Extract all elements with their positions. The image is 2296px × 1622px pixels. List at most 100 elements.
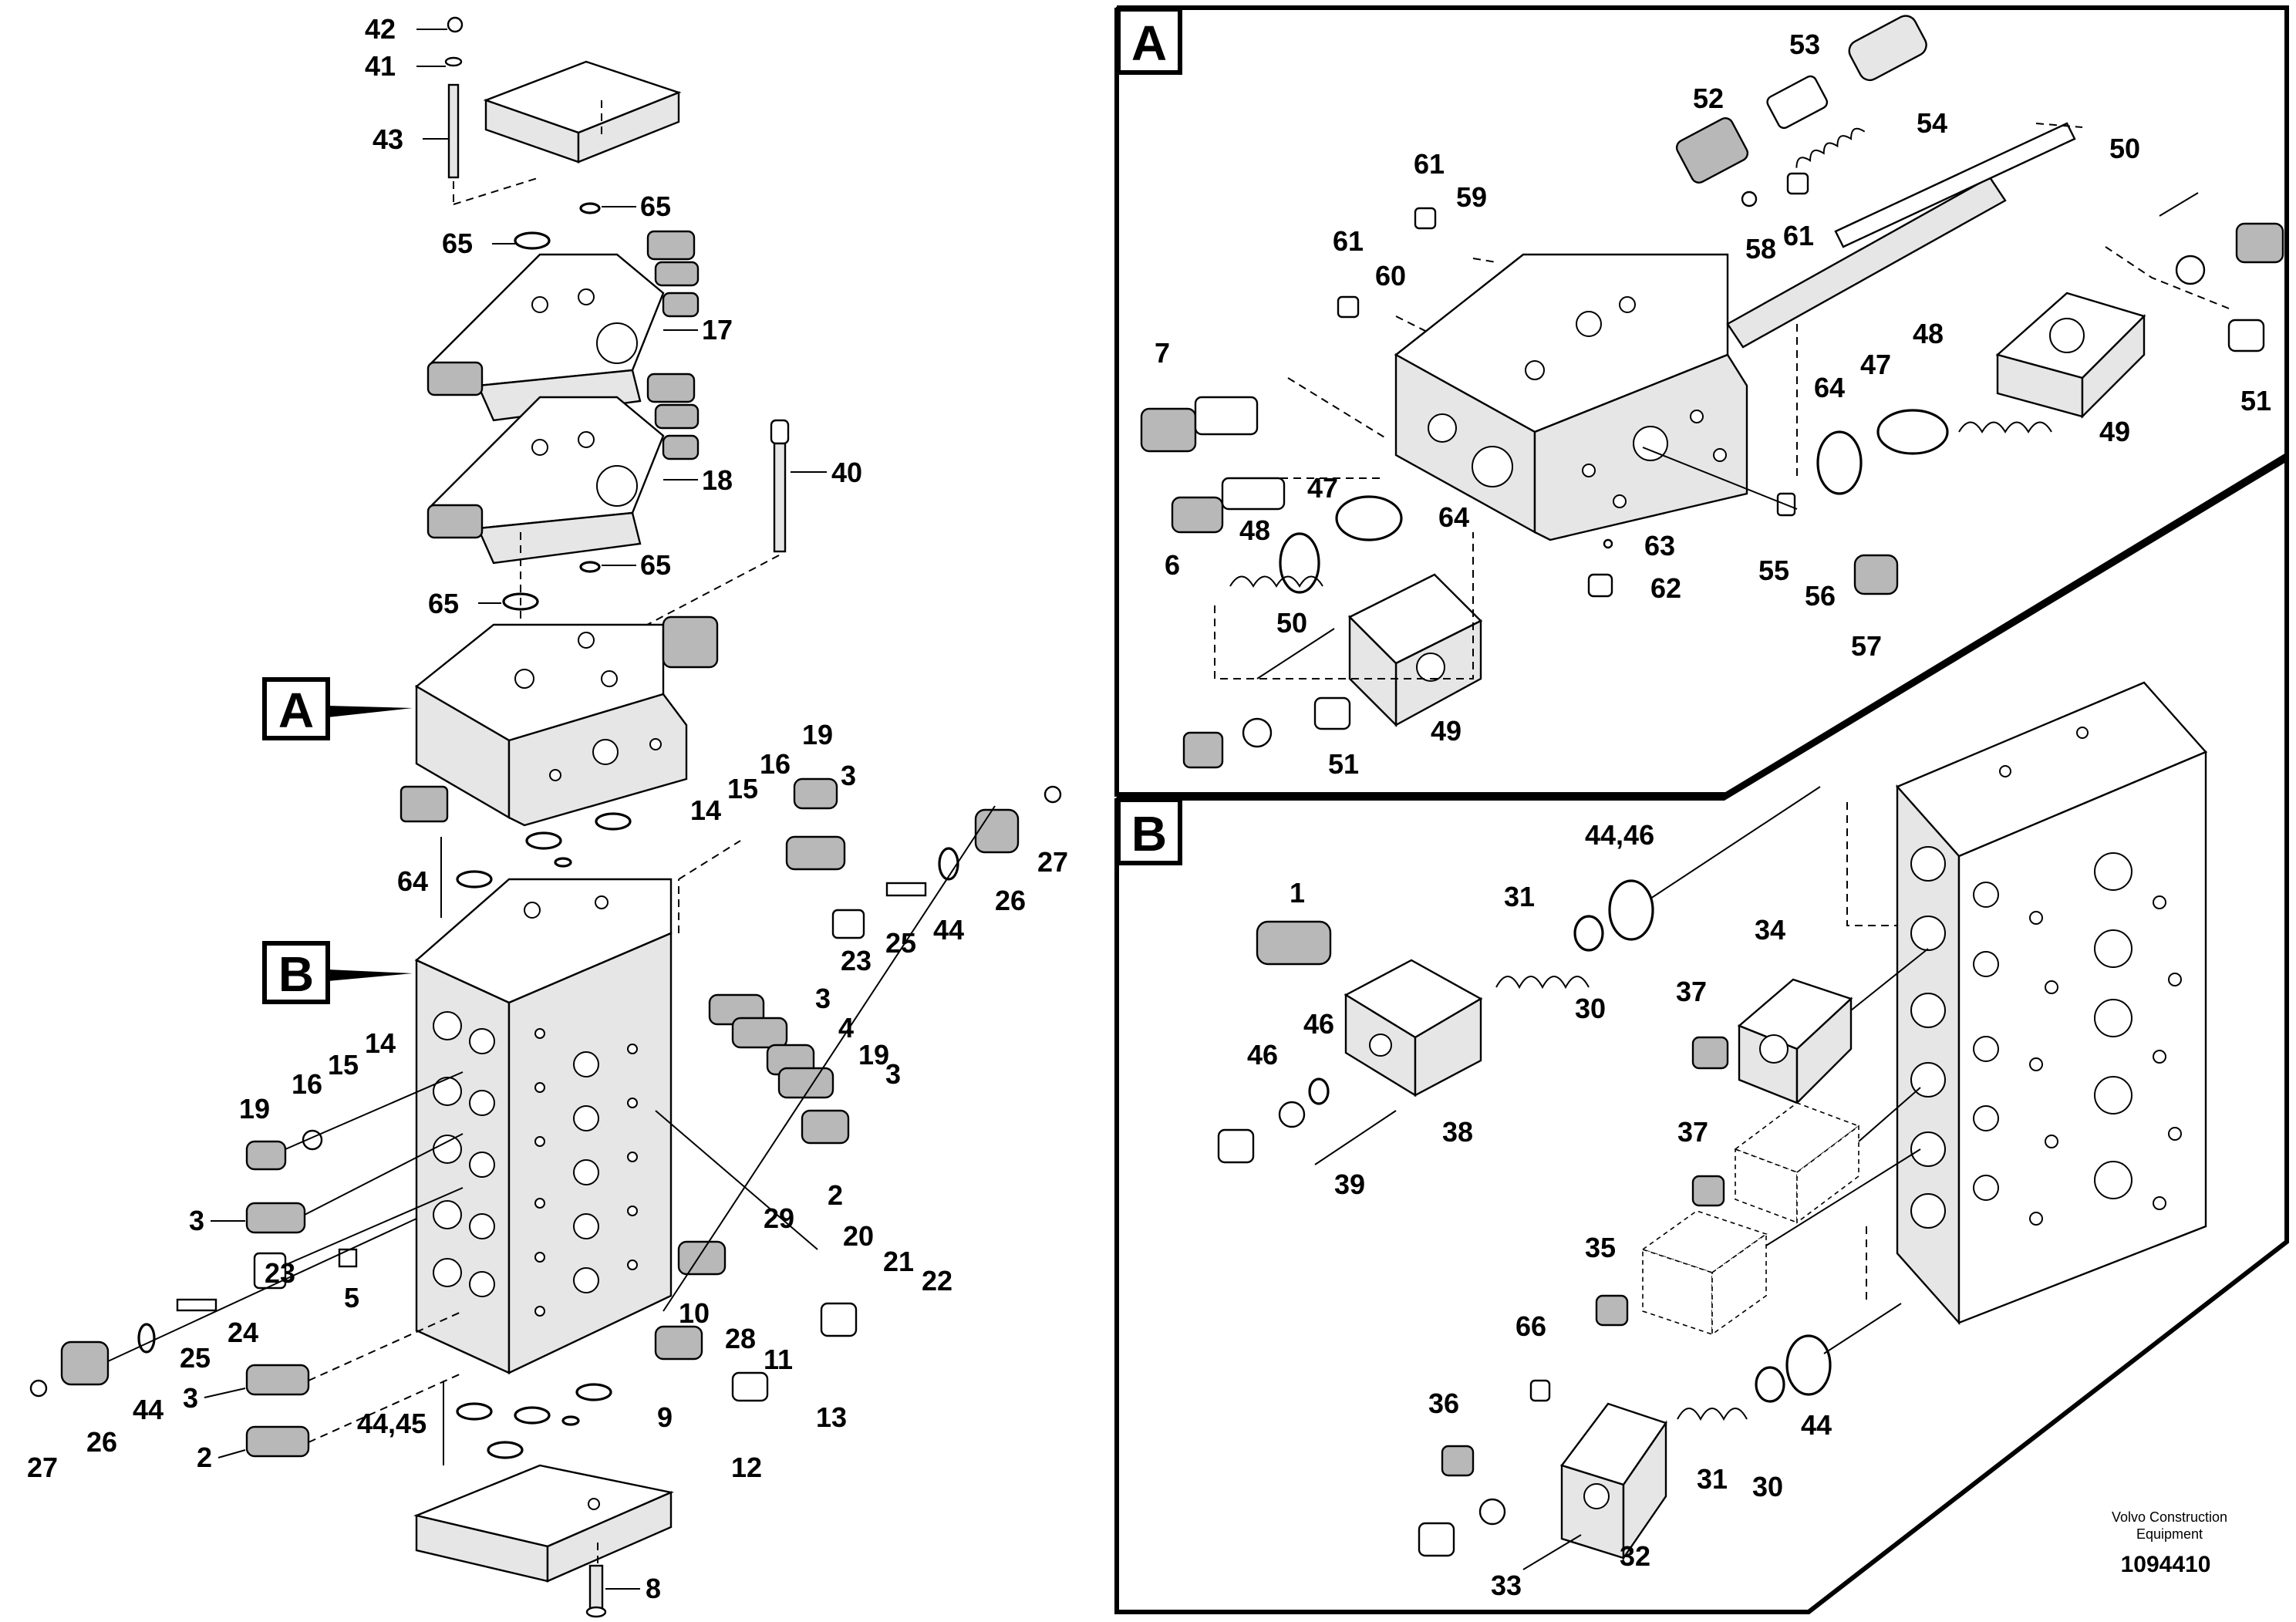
callout-6: 6 — [1165, 549, 1180, 581]
callout-15-right: 15 — [727, 773, 758, 804]
callout-24: 24 — [228, 1317, 258, 1348]
callout-3-right-top: 3 — [841, 760, 856, 791]
footer-brand-line2: Equipment — [2136, 1526, 2203, 1542]
callout-38: 38 — [1442, 1116, 1473, 1148]
callout-23-right: 23 — [841, 945, 872, 976]
callout-58: 58 — [1745, 233, 1776, 265]
callout-20: 20 — [843, 1220, 874, 1252]
panel-b: B — [1114, 454, 2289, 1614]
callout-51-a-left: 51 — [1328, 748, 1359, 780]
callout-44-right: 44 — [933, 914, 964, 946]
callout-31-b-top: 31 — [1504, 881, 1535, 912]
callout-64-a-right: 64 — [1814, 372, 1845, 403]
panel-b-callouts: 1 44,46 31 30 34 37 46 46 38 39 37 35 66… — [1247, 819, 1832, 1601]
panel-b-marker: B — [262, 941, 413, 1004]
callout-23-left: 23 — [265, 1257, 295, 1289]
callout-51-a-right: 51 — [2240, 385, 2271, 416]
callout-63: 63 — [1644, 530, 1675, 561]
callout-30-b-low: 30 — [1752, 1471, 1783, 1502]
left-fittings — [29, 1071, 464, 1458]
callout-53: 53 — [1789, 29, 1820, 60]
callout-49-a-left: 49 — [1431, 715, 1462, 747]
callout-32: 32 — [1620, 1540, 1650, 1572]
valve-section-17 — [426, 230, 700, 422]
callout-28: 28 — [725, 1323, 756, 1354]
o-ring-65a — [514, 231, 551, 250]
callout-65-top: 65 — [640, 191, 671, 222]
callout-43: 43 — [373, 123, 403, 155]
panel-a-cap-49-right — [1796, 192, 2284, 495]
callout-61-a-right: 61 — [1783, 220, 1814, 251]
callout-3-left-top: 3 — [189, 1205, 204, 1236]
panel-a-cap-49 — [1182, 495, 1483, 769]
panel-a-spool-stack — [1675, 15, 2083, 349]
callout-19-right-top: 19 — [802, 719, 833, 750]
callout-60: 60 — [1375, 260, 1406, 292]
callout-11: 11 — [764, 1344, 793, 1375]
callout-34: 34 — [1755, 914, 1785, 946]
callout-29: 29 — [764, 1202, 794, 1234]
callout-65-mid-left: 65 — [428, 588, 459, 619]
pin-40 — [632, 419, 790, 633]
callout-25-right: 25 — [885, 927, 916, 959]
block-b-ports — [433, 895, 638, 1317]
panel-b-ghost-caps — [1595, 1087, 1921, 1336]
callout-12: 12 — [731, 1452, 762, 1483]
callout-48-a-left: 48 — [1239, 514, 1270, 546]
callout-3-right-mid: 3 — [815, 983, 831, 1014]
callout-59: 59 — [1456, 181, 1487, 213]
callout-27-right: 27 — [1037, 846, 1068, 878]
callout-65-left: 65 — [442, 228, 473, 259]
callout-44-45: 44,45 — [357, 1408, 426, 1439]
callout-47-a-left: 47 — [1307, 472, 1338, 504]
callout-44-left: 44 — [133, 1394, 164, 1425]
callout-7: 7 — [1155, 337, 1170, 369]
callout-56: 56 — [1805, 580, 1836, 612]
section-b-block — [414, 878, 673, 1374]
callout-44-b: 44 — [1801, 1409, 1832, 1441]
callout-61-a-top: 61 — [1414, 148, 1445, 180]
callout-35: 35 — [1585, 1232, 1616, 1263]
callout-47-a-right: 47 — [1860, 349, 1891, 380]
callout-2-left: 2 — [197, 1442, 212, 1473]
callout-9: 9 — [657, 1401, 673, 1433]
callout-4: 4 — [838, 1012, 854, 1044]
callout-16-left: 16 — [292, 1068, 322, 1100]
callout-30-b-top: 30 — [1575, 993, 1606, 1024]
callout-42: 42 — [365, 13, 396, 45]
panel-b-cap-34 — [1691, 948, 1929, 1105]
drawing-footer: Volvo Construction Equipment 1094410 — [2112, 1509, 2227, 1577]
callout-62: 62 — [1650, 572, 1681, 604]
panel-b-cap-32 — [1418, 1303, 1902, 1570]
panel-b-block — [1846, 681, 2208, 1326]
callout-57: 57 — [1851, 630, 1882, 662]
callout-31-b-low: 31 — [1697, 1463, 1728, 1495]
footer-brand: Volvo Construction — [2112, 1509, 2227, 1525]
callout-19-left: 19 — [239, 1093, 270, 1125]
callout-64-a-left: 64 — [1438, 501, 1469, 533]
section-a-block — [400, 615, 719, 827]
right-fittings — [654, 777, 1062, 1402]
callout-21: 21 — [883, 1246, 914, 1277]
callout-37-top: 37 — [1676, 976, 1707, 1007]
callout-44-46: 44,46 — [1585, 819, 1654, 851]
callout-33: 33 — [1491, 1570, 1522, 1601]
callout-18: 18 — [702, 464, 733, 496]
callout-17: 17 — [702, 314, 733, 346]
panel-b-label: B — [1131, 806, 1167, 862]
callout-49-a-right: 49 — [2099, 416, 2130, 447]
callout-16-right: 16 — [760, 748, 791, 780]
callout-50-a-right: 50 — [2109, 133, 2140, 164]
callout-50-a-left: 50 — [1276, 607, 1307, 639]
callout-19-right-mid: 19 — [858, 1039, 889, 1071]
panel-a-marker-label: A — [278, 683, 314, 738]
panel-b-block-ports — [1910, 727, 2182, 1229]
panel-a-label: A — [1131, 15, 1167, 71]
panel-b-marker-label: B — [278, 946, 314, 1002]
callout-3-left-low: 3 — [183, 1382, 198, 1414]
o-ring-65c — [579, 561, 601, 573]
callout-64-left: 64 — [397, 865, 428, 897]
panel-a-cartridges — [1140, 377, 1389, 534]
overview-callouts: 42 41 43 65 65 17 18 40 65 65 64 19 16 1… — [27, 13, 1068, 1604]
